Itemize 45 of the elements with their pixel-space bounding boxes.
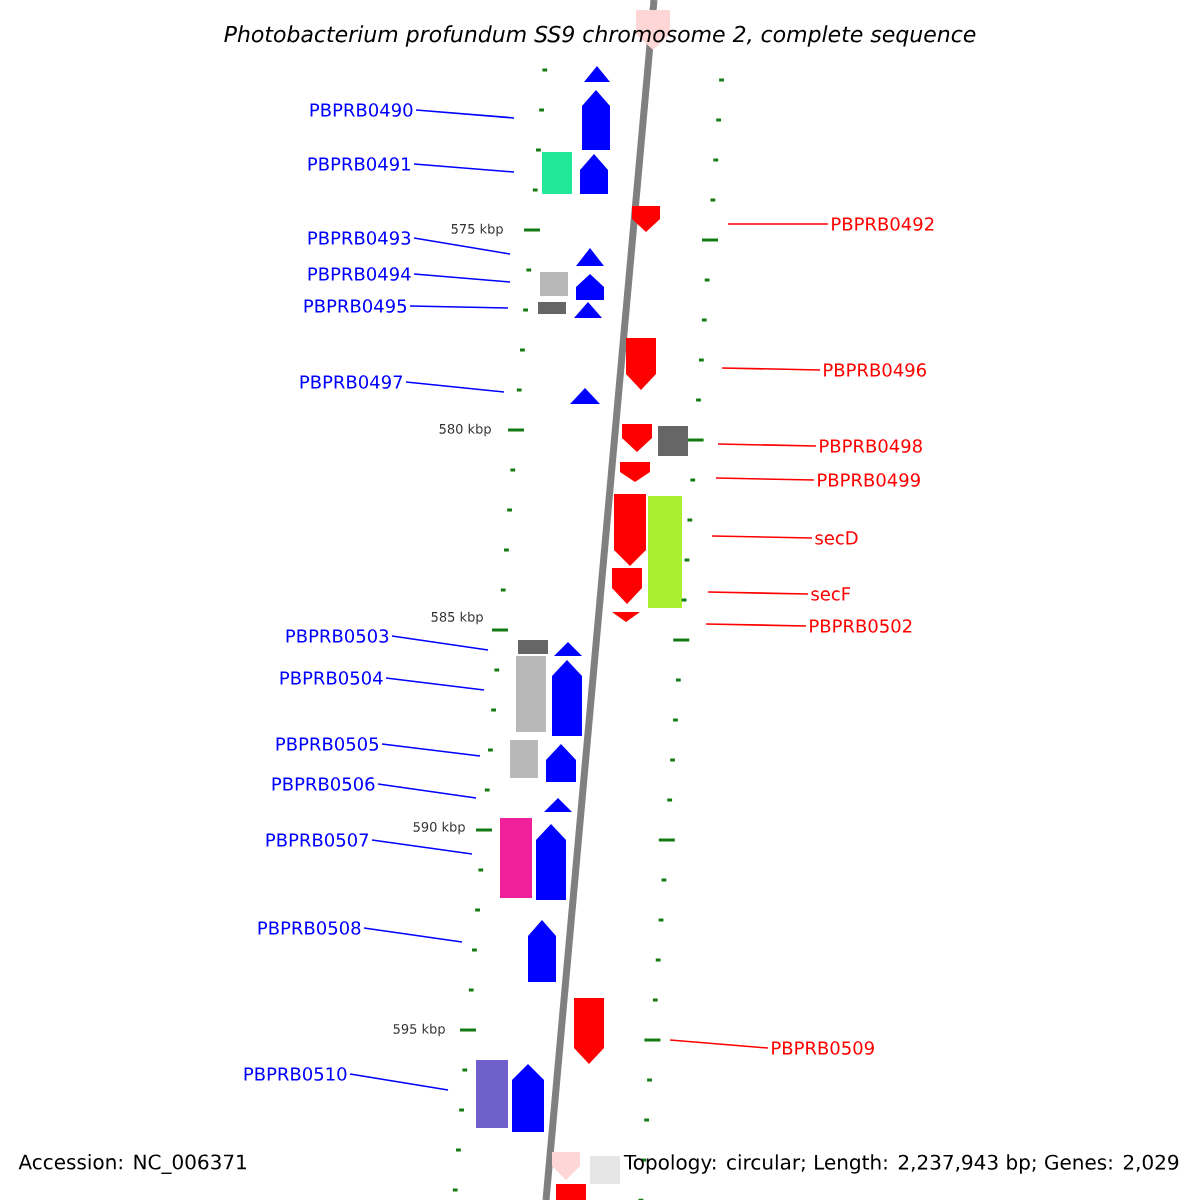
gene-label: PBPRB0494: [308, 267, 411, 281]
gene-label: PBPRB0495: [304, 299, 406, 313]
leader-line: [405, 381, 505, 393]
gene-label: PBPRB0491: [308, 157, 410, 171]
info-text: Accession: NC_006371: [18, 1154, 246, 1174]
gene-label: PBPRB0509: [772, 1041, 874, 1055]
leader-line: [717, 443, 817, 447]
gene-label: PBPRB0490: [310, 103, 413, 117]
gene-label: PBPRB0496: [824, 363, 926, 377]
gene-label: PBPRB0492: [832, 217, 934, 231]
leader-line: [409, 305, 509, 309]
leader-line: [669, 1039, 769, 1049]
gene-label: PBPRB0508: [258, 921, 361, 935]
leader-line: [385, 677, 485, 691]
leader-line: [363, 927, 463, 943]
gene-label: PBPRB0497: [300, 375, 403, 389]
gene-label: PBPRB0498: [820, 439, 922, 453]
leader-line: [415, 109, 515, 119]
gene-label: PBPRB0505: [276, 737, 378, 751]
gene-label: PBPRB0504: [280, 671, 383, 685]
leader-line: [413, 163, 515, 173]
leader-line: [377, 783, 477, 799]
leader-line: [413, 237, 511, 255]
leader-line: [391, 635, 489, 651]
leader-line: [721, 367, 821, 371]
gene-label: PBPRB0499: [818, 473, 920, 487]
leader-line: [413, 273, 511, 283]
leader-line: [371, 839, 473, 855]
gene-label: PBPRB0493: [308, 231, 411, 245]
title: Photobacterium profundum SS9 chromosome 2, complete sequence: [224, 25, 976, 47]
leader-line: [705, 623, 807, 627]
gene-label: secD: [815, 531, 858, 545]
leader-line: [727, 223, 829, 225]
gene-label: secF: [811, 587, 851, 601]
gene-label: PBPRB0502: [810, 619, 912, 633]
leader-line: [715, 477, 815, 481]
info-text: Topology: circular; Length: 2,237,943 bp; Genes: 2,029: [623, 1154, 1179, 1174]
leader-line: [711, 535, 813, 539]
gene-label: PBPRB0510: [244, 1067, 347, 1081]
leader-line: [707, 591, 809, 595]
gene-label: PBPRB0503: [286, 629, 389, 643]
gene-label: PBPRB0506: [272, 777, 375, 791]
leader-line: [381, 743, 481, 757]
gene-label: PBPRB0507: [266, 833, 369, 847]
leader-line: [349, 1073, 449, 1091]
